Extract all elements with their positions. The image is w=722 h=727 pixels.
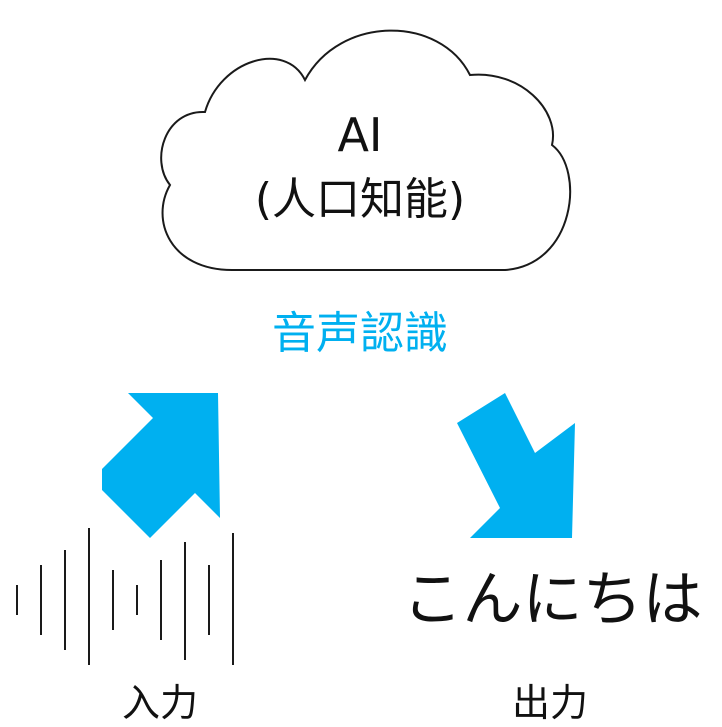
arrow-up-right-icon <box>102 393 220 538</box>
output-label: 出力 <box>511 681 588 725</box>
process-label: 音声認識 <box>272 308 448 359</box>
output-text: こんにちは <box>402 565 703 635</box>
input-label: 入力 <box>121 681 198 725</box>
arrow-down-right-icon <box>457 393 575 538</box>
cloud-subtitle: (人口知能) <box>254 174 466 225</box>
cloud-title: AI <box>337 108 383 162</box>
